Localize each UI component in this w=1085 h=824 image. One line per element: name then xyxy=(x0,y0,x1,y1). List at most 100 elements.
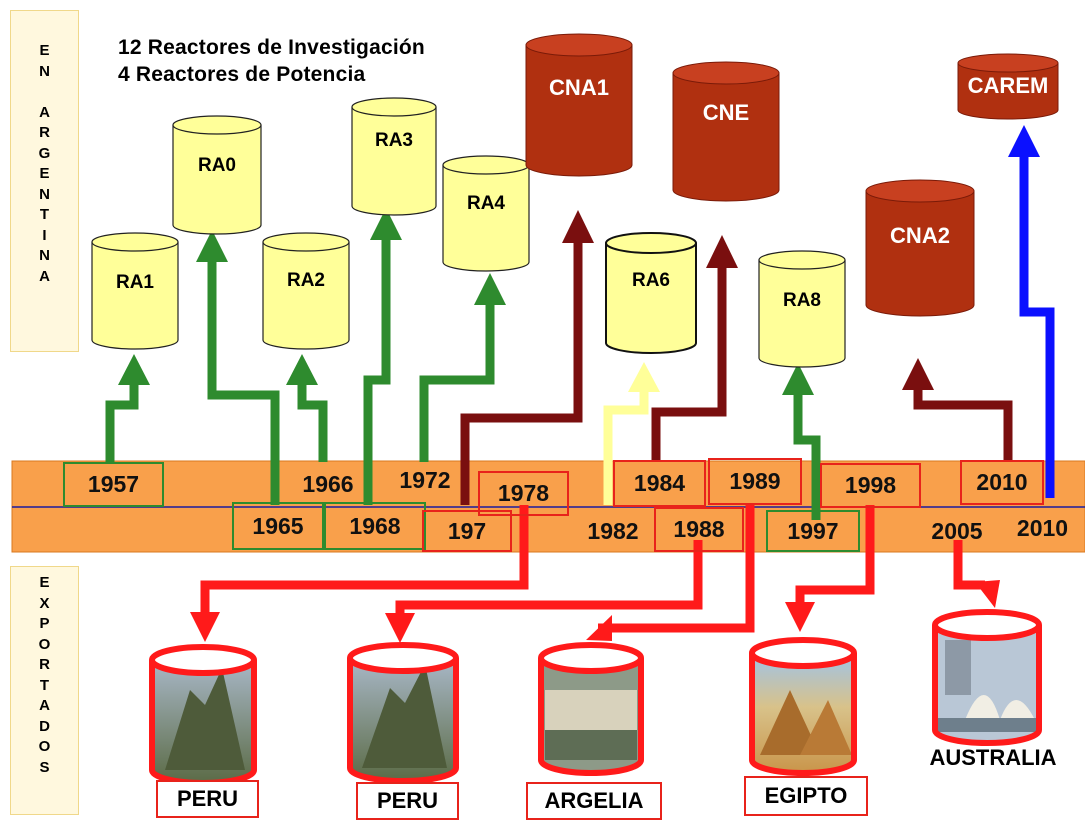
exportados-letter: O xyxy=(38,635,51,653)
cylinder-egipto xyxy=(749,637,857,776)
argentina-letter: T xyxy=(39,206,50,223)
exportados-letter: T xyxy=(39,676,50,694)
year-197: 197 xyxy=(422,510,512,552)
arrow-197-cna1 xyxy=(460,243,583,505)
country-peru-1: PERU xyxy=(156,780,259,818)
exportados-letter: O xyxy=(38,738,51,755)
darkred-arrowheads xyxy=(562,210,934,390)
argentina-letter: N xyxy=(39,185,50,203)
label-ra6: RA6 xyxy=(631,270,670,291)
cylinder-carem xyxy=(957,53,1059,120)
red-arrows xyxy=(200,505,990,633)
country-egipto: EGIPTO xyxy=(744,776,868,816)
label-ra0: RA0 xyxy=(197,155,236,176)
heading-line-2: 4 Reactores de Potencia xyxy=(118,63,366,86)
year-1982: 1982 xyxy=(587,517,639,544)
cylinder-peru-1 xyxy=(149,644,257,786)
year-2010-bottom: 2010 xyxy=(1016,514,1069,541)
arrow-1998-egipto xyxy=(795,505,875,602)
year-2005: 2005 xyxy=(931,517,983,544)
exportados-letter: S xyxy=(39,758,50,776)
argentina-letter: G xyxy=(38,144,51,162)
argentina-letter: A xyxy=(39,267,50,285)
arrow-1989-argelia xyxy=(598,505,755,633)
export-cylinders xyxy=(149,609,1042,786)
label-cne: CNE xyxy=(702,100,750,125)
exportados-letter: A xyxy=(39,697,50,714)
year-1966: 1966 xyxy=(302,471,354,497)
argentina-letter: N xyxy=(39,62,50,80)
year-2010-top: 2010 xyxy=(960,460,1044,505)
arrow-2010-carem xyxy=(1019,157,1055,498)
cylinder-peru-2 xyxy=(347,642,459,784)
darkred-arrows xyxy=(460,243,1013,505)
argentina-letter: R xyxy=(39,124,50,141)
cylinder-cna2 xyxy=(865,179,975,317)
arrow-1965-ra0 xyxy=(207,262,280,505)
country-argelia: ARGELIA xyxy=(526,782,662,820)
year-1968: 1968 xyxy=(324,502,426,550)
exportados-letter: E xyxy=(39,574,50,591)
power-reactors xyxy=(525,33,1059,317)
arrow-1972-ra4 xyxy=(419,305,495,462)
argentina-letter: I xyxy=(42,226,47,244)
cylinder-australia xyxy=(932,609,1042,746)
cylinder-ra0 xyxy=(172,115,262,235)
arrow-1978-peru1 xyxy=(200,505,529,612)
argentina-letter: E xyxy=(39,42,50,59)
arrow-1957-ra1 xyxy=(105,385,139,462)
year-1972: 1972 xyxy=(399,467,451,493)
arrow-1968-ra3 xyxy=(363,240,391,505)
cylinder-ra2 xyxy=(262,232,350,350)
argentina-letter: N xyxy=(39,247,50,264)
year-1998: 1998 xyxy=(820,463,921,508)
arrow-1988-peru2 xyxy=(395,540,703,613)
year-1965: 1965 xyxy=(232,502,324,550)
research-reactors xyxy=(91,97,846,368)
arrow-1982-ra6 xyxy=(603,392,649,505)
cylinder-ra6 xyxy=(605,232,697,354)
year-1978: 1978 xyxy=(478,471,569,516)
label-ra8: RA8 xyxy=(782,290,821,311)
exportados-letter: R xyxy=(39,656,50,673)
cylinder-ra3 xyxy=(351,97,437,216)
argentina-letter: A xyxy=(39,103,50,121)
label-cna2: CNA2 xyxy=(890,223,950,248)
label-ra2: RA2 xyxy=(286,270,325,291)
argentina-letter: E xyxy=(39,165,50,182)
arrow-1997-ra8 xyxy=(793,395,821,520)
label-ra1: RA1 xyxy=(115,272,154,293)
year-1989: 1989 xyxy=(708,458,802,505)
cylinder-argelia xyxy=(538,642,644,776)
exportados-letter: P xyxy=(39,615,50,632)
heading-line-1: 12 Reactores de Investigación xyxy=(118,36,425,59)
cylinder-ra8 xyxy=(758,250,846,368)
year-1957: 1957 xyxy=(63,462,164,507)
cylinder-cna1 xyxy=(525,33,633,177)
year-1984: 1984 xyxy=(613,460,706,507)
label-ra4: RA4 xyxy=(466,193,505,214)
cylinder-ra1 xyxy=(91,232,179,350)
label-ra3: RA3 xyxy=(374,130,413,151)
country-peru-2: PERU xyxy=(356,782,459,820)
cylinder-ra4 xyxy=(442,155,530,272)
cylinder-cne xyxy=(672,61,780,202)
label-cna1: CNA1 xyxy=(549,75,609,100)
green-arrows xyxy=(105,240,821,520)
arrow-1966-ra2 xyxy=(297,385,328,462)
year-1988: 1988 xyxy=(654,507,744,552)
green-arrowheads xyxy=(118,208,814,395)
label-carem: CAREM xyxy=(967,73,1049,98)
arrow-1984-cne xyxy=(651,268,727,462)
arrow-2010-cna2 xyxy=(913,390,1013,462)
exportados-letter: D xyxy=(39,717,50,735)
red-arrowheads xyxy=(190,580,1000,643)
year-1997: 1997 xyxy=(766,510,860,552)
country-australia: AUSTRALIA xyxy=(929,745,1057,770)
exportados-letter: X xyxy=(39,594,50,612)
